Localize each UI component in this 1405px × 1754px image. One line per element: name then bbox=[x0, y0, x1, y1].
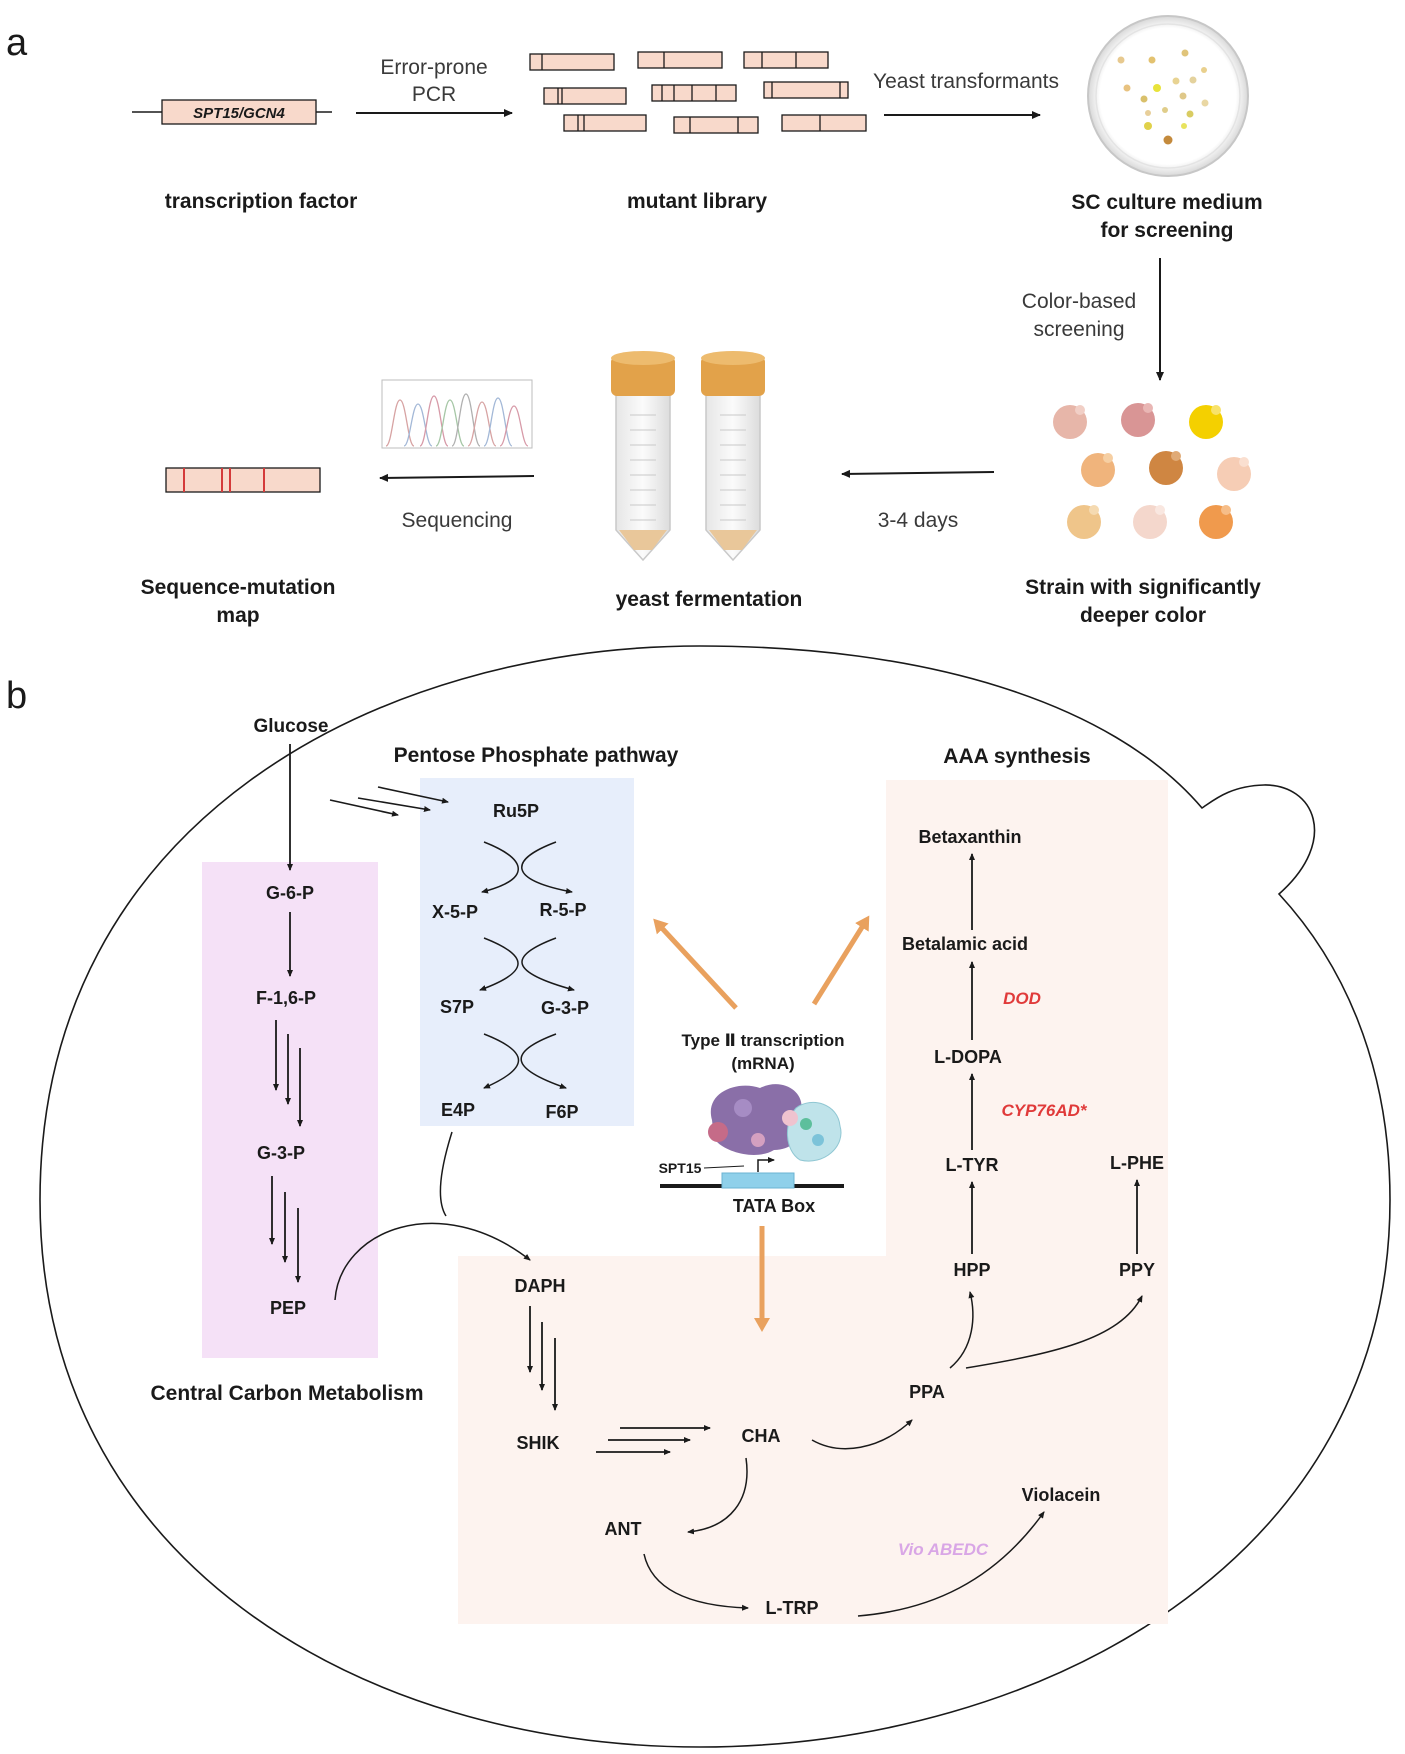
transform-label: Yeast transformants bbox=[873, 70, 1059, 93]
ant-to-ltrp-arrow bbox=[643, 1553, 749, 1611]
glucose-to-ppp-arrows bbox=[329, 786, 449, 817]
node-f6p: F6P bbox=[545, 1102, 578, 1122]
node-ru5p: Ru5P bbox=[493, 801, 539, 821]
ltrp-to-violacein-arrow bbox=[857, 1511, 1045, 1617]
ppp-region bbox=[420, 778, 634, 1126]
transcription-complex-illustration bbox=[660, 1084, 844, 1189]
gene-construct: SPT15/GCN4 bbox=[132, 99, 332, 125]
caption-sc-medium-line2: for screening bbox=[1100, 219, 1233, 242]
node-x5p: X-5-P bbox=[432, 902, 478, 922]
node-hpp: HPP bbox=[953, 1260, 990, 1280]
g3p-to-pep-arrows bbox=[269, 1176, 301, 1283]
shik-to-cha-arrows bbox=[596, 1425, 711, 1455]
sequence-mutation-bar bbox=[165, 467, 321, 493]
panel-a-letter: a bbox=[6, 22, 28, 64]
pcr-label-line1: Error-prone bbox=[380, 56, 487, 79]
ppa-to-ppy-arrow bbox=[965, 1295, 1143, 1369]
caption-transcription-factor: transcription factor bbox=[165, 190, 358, 213]
panel-b-letter: b bbox=[6, 675, 27, 717]
caption-fermentation: yeast fermentation bbox=[616, 588, 803, 611]
e4p-to-daph-line bbox=[439, 1131, 453, 1217]
node-ppa: PPA bbox=[909, 1382, 945, 1402]
sequencing-arrow bbox=[379, 473, 535, 482]
cha-to-ant-arrow bbox=[687, 1457, 748, 1535]
ccm-title: Central Carbon Metabolism bbox=[150, 1382, 423, 1405]
daph-to-shik-arrows bbox=[527, 1306, 558, 1411]
node-ppp-g3p: G-3-P bbox=[541, 998, 589, 1018]
spt15-label: SPT15 bbox=[659, 1160, 702, 1176]
node-shik: SHIK bbox=[516, 1433, 559, 1453]
node-s7p: S7P bbox=[440, 997, 474, 1017]
enzyme-cyp76ad: CYP76AD* bbox=[1001, 1101, 1087, 1120]
ppa-to-hpp-arrow bbox=[949, 1291, 975, 1369]
pcr-label-line2: PCR bbox=[412, 83, 456, 106]
sequencing-label: Sequencing bbox=[402, 509, 513, 532]
days-label: 3-4 days bbox=[878, 509, 959, 532]
screening-label-line2: screening bbox=[1033, 318, 1124, 341]
caption-strain-line2: deeper color bbox=[1080, 604, 1206, 627]
node-r5p: R-5-P bbox=[539, 900, 586, 920]
caption-sc-medium-line1: SC culture medium bbox=[1071, 191, 1262, 214]
sequencing-chromatogram bbox=[381, 379, 533, 449]
node-ltrp: L-TRP bbox=[766, 1598, 819, 1618]
node-ldopa: L-DOPA bbox=[934, 1047, 1002, 1067]
node-lphe: L-PHE bbox=[1110, 1153, 1164, 1173]
enzyme-dod: DOD bbox=[1003, 989, 1041, 1008]
node-ltyr: L-TYR bbox=[946, 1155, 999, 1175]
caption-seq-map-line2: map bbox=[216, 604, 259, 627]
pep-to-daph-arrow bbox=[334, 1222, 531, 1301]
node-ant: ANT bbox=[605, 1519, 642, 1539]
node-g6p: G-6-P bbox=[266, 883, 314, 903]
fermentation-tubes bbox=[611, 351, 765, 562]
transcription-line2: (mRNA) bbox=[731, 1054, 794, 1073]
node-e4p: E4P bbox=[441, 1100, 475, 1120]
yeast-cell-outline bbox=[39, 645, 1391, 1748]
transcription-line1: Type Ⅱ transcription bbox=[682, 1031, 845, 1050]
mutant-library bbox=[529, 51, 867, 134]
gene-label: SPT15/GCN4 bbox=[193, 105, 285, 122]
cha-to-ppa-arrow bbox=[811, 1419, 913, 1450]
node-pep: PEP bbox=[270, 1298, 306, 1318]
colored-colonies bbox=[1053, 403, 1251, 539]
node-violacein: Violacein bbox=[1022, 1485, 1101, 1505]
caption-strain-line1: Strain with significantly bbox=[1025, 576, 1261, 599]
glucose-label: Glucose bbox=[254, 716, 329, 737]
regulation-arrows bbox=[653, 915, 870, 1332]
ppp-crossover-arrows bbox=[479, 841, 575, 1089]
node-f16p: F-1,6-P bbox=[256, 988, 316, 1008]
node-ppy: PPY bbox=[1119, 1260, 1155, 1280]
enzyme-vio-abedc: Vio ABEDC bbox=[898, 1540, 989, 1559]
screening-label-line1: Color-based bbox=[1022, 290, 1136, 313]
node-daph: DAPH bbox=[514, 1276, 565, 1296]
aaa-title: AAA synthesis bbox=[943, 745, 1090, 768]
caption-mutant-library: mutant library bbox=[627, 190, 767, 213]
aaa-region bbox=[458, 780, 1168, 1624]
ppp-title: Pentose Phosphate pathway bbox=[394, 744, 679, 767]
f16p-to-g3p-arrows bbox=[273, 1020, 303, 1127]
node-betalamic: Betalamic acid bbox=[902, 934, 1028, 954]
node-g3p: G-3-P bbox=[257, 1143, 305, 1163]
caption-seq-map-line1: Sequence-mutation bbox=[141, 576, 336, 599]
node-cha: CHA bbox=[742, 1426, 781, 1446]
tata-box-label: TATA Box bbox=[733, 1196, 815, 1216]
days-arrow bbox=[841, 469, 995, 478]
petri-dish bbox=[1087, 15, 1249, 177]
node-betaxanthin: Betaxanthin bbox=[918, 827, 1021, 847]
